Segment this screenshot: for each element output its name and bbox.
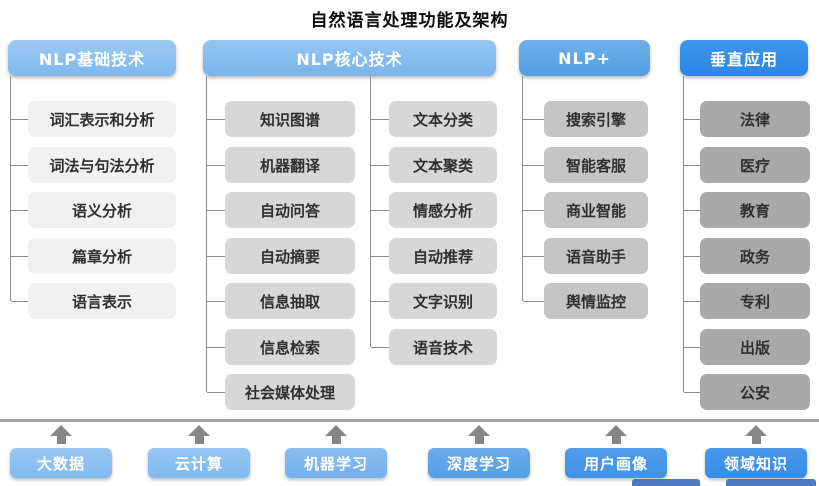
item-box: 自动问答 (207, 192, 355, 228)
foundation-box: 机器学习 (285, 448, 387, 478)
up-arrow-icon (468, 425, 490, 444)
item-box: 信息抽取 (207, 283, 355, 319)
foundation-box: 大数据 (10, 448, 112, 478)
connector-line (683, 76, 684, 392)
item-box: 医疗 (684, 147, 810, 183)
item-box: 商业智能 (523, 192, 648, 228)
item-box: 文字识别 (371, 283, 497, 319)
connector-line (522, 76, 523, 301)
item-box: 语音技术 (371, 329, 497, 365)
item-box: 语义分析 (11, 192, 176, 228)
item-box: 语言表示 (11, 283, 176, 319)
item-box: 情感分析 (371, 192, 497, 228)
item-box: 文本聚类 (371, 147, 497, 183)
item-box: 公安 (684, 374, 810, 410)
item-box: 自动摘要 (207, 238, 355, 274)
item-box: 机器翻译 (207, 147, 355, 183)
foundation-box: 领域知识 (705, 448, 807, 478)
column-header-nlp-basic: NLP基础技术 (8, 40, 176, 76)
foundation-box: 云计算 (148, 448, 250, 478)
item-box: 社会媒体处理 (207, 374, 355, 410)
up-arrow-icon (188, 425, 210, 444)
column-header-nlp-plus: NLP+ (519, 40, 650, 76)
item-box: 教育 (684, 192, 810, 228)
up-arrow-icon (50, 425, 72, 444)
item-box: 信息检索 (207, 329, 355, 365)
column-header-nlp-core: NLP核心技术 (203, 40, 496, 76)
foundation-box: 用户画像 (565, 448, 667, 478)
up-arrow-icon (745, 425, 767, 444)
item-box: 知识图谱 (207, 101, 355, 137)
item-box: 专利 (684, 283, 810, 319)
item-box: 政务 (684, 238, 810, 274)
item-box: 法律 (684, 101, 810, 137)
watermark-remnant (632, 479, 700, 486)
connector-line (206, 76, 207, 392)
up-arrow-icon (325, 425, 347, 444)
foundation-box: 深度学习 (428, 448, 530, 478)
diagram-title: 自然语言处理功能及架构 (310, 11, 509, 31)
up-arrow-icon (605, 425, 627, 444)
item-box: 词汇表示和分析 (11, 101, 176, 137)
item-box: 自动推荐 (371, 238, 497, 274)
item-box: 舆情监控 (523, 283, 648, 319)
column-header-vertical-apps: 垂直应用 (680, 40, 808, 76)
item-box: 搜索引擎 (523, 101, 648, 137)
connector-line (10, 76, 11, 301)
item-box: 篇章分析 (11, 238, 176, 274)
foundation-separator-line (0, 419, 819, 422)
item-box: 文本分类 (371, 101, 497, 137)
watermark-remnant (726, 479, 816, 486)
item-box: 出版 (684, 329, 810, 365)
connector-line (370, 76, 371, 347)
item-box: 语音助手 (523, 238, 648, 274)
item-box: 智能客服 (523, 147, 648, 183)
item-box: 词法与句法分析 (11, 147, 176, 183)
